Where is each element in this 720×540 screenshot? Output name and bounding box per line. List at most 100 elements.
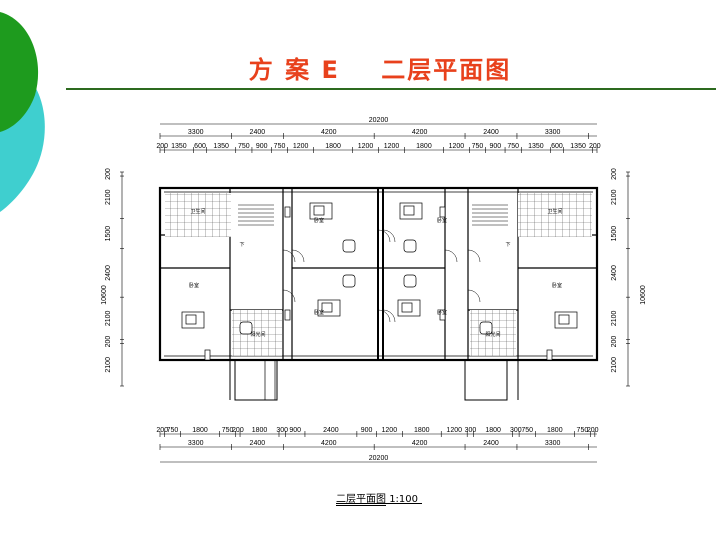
room-label: 下 bbox=[505, 242, 510, 248]
top-major-dimension: 3300 bbox=[545, 129, 561, 136]
door-swing bbox=[382, 229, 396, 243]
side-table bbox=[546, 349, 553, 361]
top-major-dimension: 2400 bbox=[250, 129, 266, 136]
top-major-dimension: 4200 bbox=[412, 129, 428, 136]
bottom-minor-dimension: 900 bbox=[361, 427, 373, 434]
bottom-minor-dimension: 1200 bbox=[446, 427, 462, 434]
left-dimension: 1500 bbox=[105, 226, 112, 242]
side-table bbox=[284, 206, 291, 218]
door-swing bbox=[467, 249, 481, 263]
caption-name: 二层平面图 bbox=[336, 494, 386, 506]
bottom-minor-dimension: 1800 bbox=[414, 427, 430, 434]
top-minor-dimension: 600 bbox=[551, 143, 563, 150]
bottom-minor-dimension: 1800 bbox=[547, 427, 563, 434]
green-leaf-shape bbox=[0, 12, 39, 132]
armchair bbox=[403, 274, 417, 288]
bottom-minor-dimension: 750 bbox=[222, 427, 234, 434]
room-label: 卧室 bbox=[552, 282, 562, 289]
bottom-minor-dimension: 300 bbox=[465, 427, 477, 434]
top-minor-dimension: 1200 bbox=[384, 143, 400, 150]
bottom-minor-dimension: 2400 bbox=[323, 427, 339, 434]
top-minor-dimension: 200 bbox=[589, 143, 601, 150]
top-minor-dimension: 900 bbox=[489, 143, 501, 150]
top-minor-dimension: 1350 bbox=[213, 143, 229, 150]
room-label: 卧室 bbox=[189, 282, 199, 289]
door-swing bbox=[467, 289, 481, 303]
right-dimension: 2100 bbox=[611, 189, 618, 205]
pillow bbox=[558, 314, 570, 325]
overall-width-dimension-bottom: 20200 bbox=[369, 455, 389, 462]
door-swing bbox=[444, 249, 458, 263]
top-minor-dimension: 750 bbox=[238, 143, 250, 150]
top-minor-dimension: 750 bbox=[507, 143, 519, 150]
bottom-major-dimension: 3300 bbox=[188, 440, 204, 447]
top-minor-dimension: 1350 bbox=[171, 143, 187, 150]
overall-width-dimension: 20200 bbox=[369, 117, 389, 124]
door-swing bbox=[377, 229, 391, 243]
top-major-dimension: 4200 bbox=[321, 129, 337, 136]
pillow bbox=[401, 302, 413, 313]
room-label: 卧室 bbox=[437, 309, 447, 316]
caption-underline bbox=[336, 503, 422, 504]
bottom-minor-dimension: 750 bbox=[521, 427, 533, 434]
left-dimension: 2400 bbox=[105, 265, 112, 281]
bottom-minor-dimension: 300 bbox=[510, 427, 522, 434]
top-minor-dimension: 900 bbox=[256, 143, 268, 150]
top-minor-dimension: 1200 bbox=[358, 143, 374, 150]
left-dimension: 2100 bbox=[105, 189, 112, 205]
side-table bbox=[284, 309, 291, 321]
top-minor-dimension: 600 bbox=[194, 143, 206, 150]
room-label: 阳光间 bbox=[485, 331, 500, 338]
bottom-minor-dimension: 1200 bbox=[382, 427, 398, 434]
decorative-leaves bbox=[0, 12, 45, 212]
bottom-minor-dimension: 1800 bbox=[192, 427, 208, 434]
right-dimension: 200 bbox=[611, 336, 618, 348]
top-minor-dimension: 200 bbox=[156, 143, 168, 150]
bottom-minor-dimension: 900 bbox=[289, 427, 301, 434]
wall-outline bbox=[234, 359, 278, 401]
door-swing bbox=[382, 309, 396, 323]
armchair bbox=[239, 321, 253, 335]
bottom-minor-dimension: 1800 bbox=[252, 427, 268, 434]
bottom-minor-dimension: 200 bbox=[587, 427, 599, 434]
bottom-minor-dimension: 300 bbox=[276, 427, 288, 434]
top-minor-dimension: 1200 bbox=[449, 143, 465, 150]
room-label: 卫生间 bbox=[190, 208, 205, 215]
top-major-dimension: 3300 bbox=[188, 129, 204, 136]
bottom-major-dimension: 4200 bbox=[412, 440, 428, 447]
room-label: 卧室 bbox=[314, 217, 324, 224]
room-label: 阳光间 bbox=[250, 331, 265, 338]
left-dimension: 200 bbox=[105, 336, 112, 348]
bottom-minor-dimension: 200 bbox=[156, 427, 168, 434]
wall-outline bbox=[264, 359, 276, 401]
tile-floor bbox=[165, 193, 231, 237]
armchair bbox=[342, 239, 356, 253]
side-table bbox=[439, 309, 446, 321]
bottom-major-dimension: 2400 bbox=[483, 440, 499, 447]
pillow bbox=[403, 205, 415, 216]
overall-depth-dimension-right: 10600 bbox=[640, 285, 647, 305]
right-dimension: 2100 bbox=[611, 310, 618, 326]
armchair bbox=[479, 321, 493, 335]
top-minor-dimension: 750 bbox=[472, 143, 484, 150]
pillow bbox=[185, 314, 197, 325]
door-swing bbox=[282, 249, 296, 263]
bottom-minor-dimension: 1800 bbox=[485, 427, 501, 434]
side-table bbox=[439, 206, 446, 218]
top-minor-dimension: 1350 bbox=[528, 143, 544, 150]
left-dimension: 2100 bbox=[105, 310, 112, 326]
room-label: 卫生间 bbox=[547, 208, 562, 215]
pillow bbox=[313, 205, 325, 216]
pillow bbox=[321, 302, 333, 313]
side-table bbox=[204, 349, 211, 361]
door-swing bbox=[282, 289, 296, 303]
bottom-major-dimension: 2400 bbox=[250, 440, 266, 447]
bottom-minor-dimension: 750 bbox=[577, 427, 589, 434]
left-dimension: 200 bbox=[105, 168, 112, 180]
door-swing bbox=[291, 249, 305, 263]
top-minor-dimension: 1800 bbox=[325, 143, 341, 150]
right-dimension: 1500 bbox=[611, 226, 618, 242]
right-dimension: 2100 bbox=[611, 357, 618, 373]
bottom-major-dimension: 4200 bbox=[321, 440, 337, 447]
drawing-caption: 二层平面图 1:100 bbox=[336, 490, 418, 506]
